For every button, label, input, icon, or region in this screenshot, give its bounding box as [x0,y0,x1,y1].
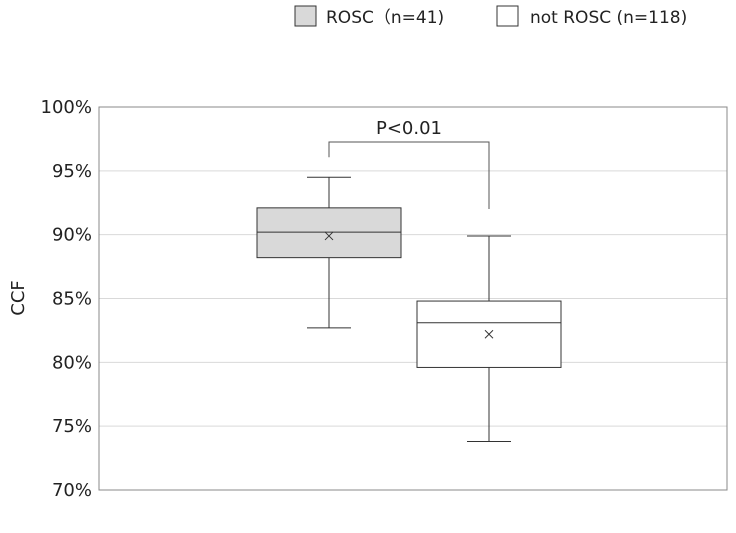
y-tick-label: 70% [52,480,92,501]
p-value-label: P<0.01 [376,118,442,139]
mean-marker [484,329,494,339]
legend: ROSC（n=41) not ROSC (n=118) [294,5,687,28]
y-tick-label: 75% [52,416,92,437]
gridlines [99,170,727,427]
y-tick-label: 95% [52,161,92,182]
legend-label-rosc: ROSC（n=41) [326,8,444,28]
box-1 [416,235,562,442]
y-tick-label: 100% [41,97,92,118]
iqr-box [256,207,402,259]
y-axis-ticks: 100% 95% 90% 85% 80% 75% 70% [41,97,92,501]
boxes [256,176,562,442]
y-axis-title: CCF [8,280,29,316]
plot-area [98,106,728,491]
y-tick-label: 90% [52,225,92,246]
significance-bracket: P<0.01 [328,118,490,209]
y-tick-label: 80% [52,352,92,373]
legend-label-not-rosc: not ROSC (n=118) [530,8,687,28]
y-tick-label: 85% [52,289,92,310]
legend-swatch-rosc [294,5,317,27]
bracket-line [328,141,490,209]
box-0 [256,176,402,329]
mean-marker [324,231,334,241]
legend-swatch-not-rosc [496,5,519,27]
